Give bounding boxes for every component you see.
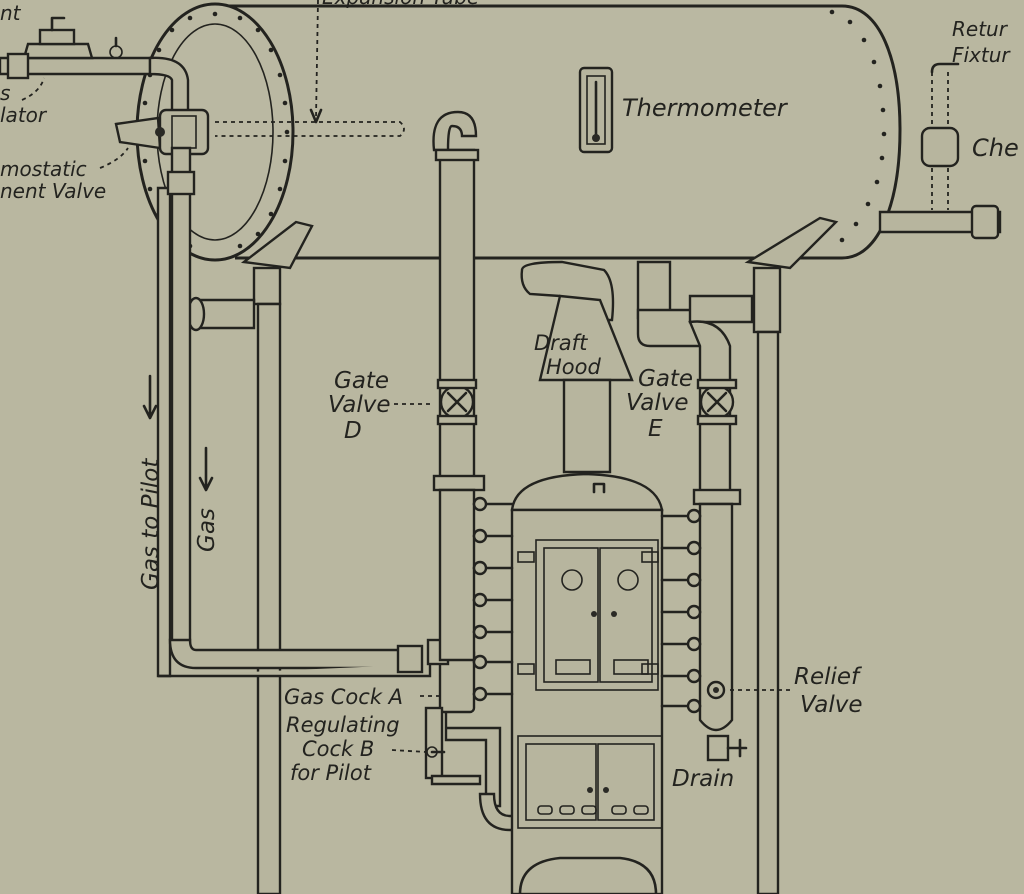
- regulating-cock-label-b: Cock B: [302, 737, 374, 761]
- draft-hood-label-b: Hood: [546, 355, 601, 379]
- relief-valve-label-b: Valve: [800, 692, 863, 718]
- drain-valve: Drain: [672, 734, 748, 792]
- check-label: Che: [972, 134, 1019, 162]
- heater-coil-taps: [472, 496, 702, 714]
- thermometer-label: Thermometer: [622, 94, 789, 122]
- gas-cock-assembly: Gas Cock A Regulating Cock B for Pilot: [284, 638, 516, 832]
- expansion-tube-label: Expansion Tube: [322, 0, 479, 9]
- gas-cock-a-label: Gas Cock A: [284, 685, 403, 709]
- heater-body: [510, 508, 664, 894]
- expansion-tube: Expansion Tube: [215, 0, 479, 137]
- gas-regulator: nt s lator: [0, 1, 152, 127]
- return-label-b: Fixtur: [952, 43, 1011, 67]
- riser-e: Gate Valve E: [626, 260, 754, 732]
- check-valve-assembly: Retur Fixtur Che: [878, 17, 1019, 240]
- gate-valve-d-label-b: Valve: [328, 392, 391, 418]
- thermometer: Thermometer: [578, 66, 789, 154]
- relief-valve: Relief Valve: [706, 664, 863, 718]
- vent-label: nt: [0, 1, 22, 25]
- gate-valve-e-label-c: E: [648, 416, 663, 442]
- gas-regulator-label-a: s: [0, 81, 10, 105]
- heater-flue: [510, 378, 664, 512]
- thermostatic-label-a: mostatic: [0, 157, 87, 181]
- thermostatic-valve: mostatic nent Valve: [0, 56, 210, 203]
- gate-valve-e-label-a: Gate: [638, 366, 693, 392]
- draft-hood-label-a: Draft: [534, 331, 588, 355]
- gate-valve-d-label-c: D: [344, 418, 362, 444]
- return-label-a: Retur: [952, 17, 1009, 41]
- gate-valve-d-label-a: Gate: [334, 368, 389, 394]
- gate-valve-e-label-b: Valve: [626, 390, 689, 416]
- draft-hood: Draft Hood: [520, 260, 634, 382]
- tank-supports: [186, 216, 839, 894]
- regulating-cock-label-a: Regulating: [286, 713, 400, 737]
- gas-to-pilot-label: Gas to Pilot: [138, 458, 164, 590]
- riser-d: Gate Valve D: [328, 110, 486, 662]
- gas-regulator-label-b: lator: [0, 103, 48, 127]
- regulating-cock-label-c: for Pilot: [290, 761, 372, 785]
- gas-to-pilot-line: Gas to Pilot Gas: [138, 146, 432, 678]
- storage-tank: [135, 2, 902, 262]
- thermostatic-label-b: nent Valve: [0, 179, 106, 203]
- drain-label: Drain: [672, 766, 734, 792]
- gas-label: Gas: [194, 508, 220, 552]
- relief-valve-label-a: Relief: [794, 664, 862, 690]
